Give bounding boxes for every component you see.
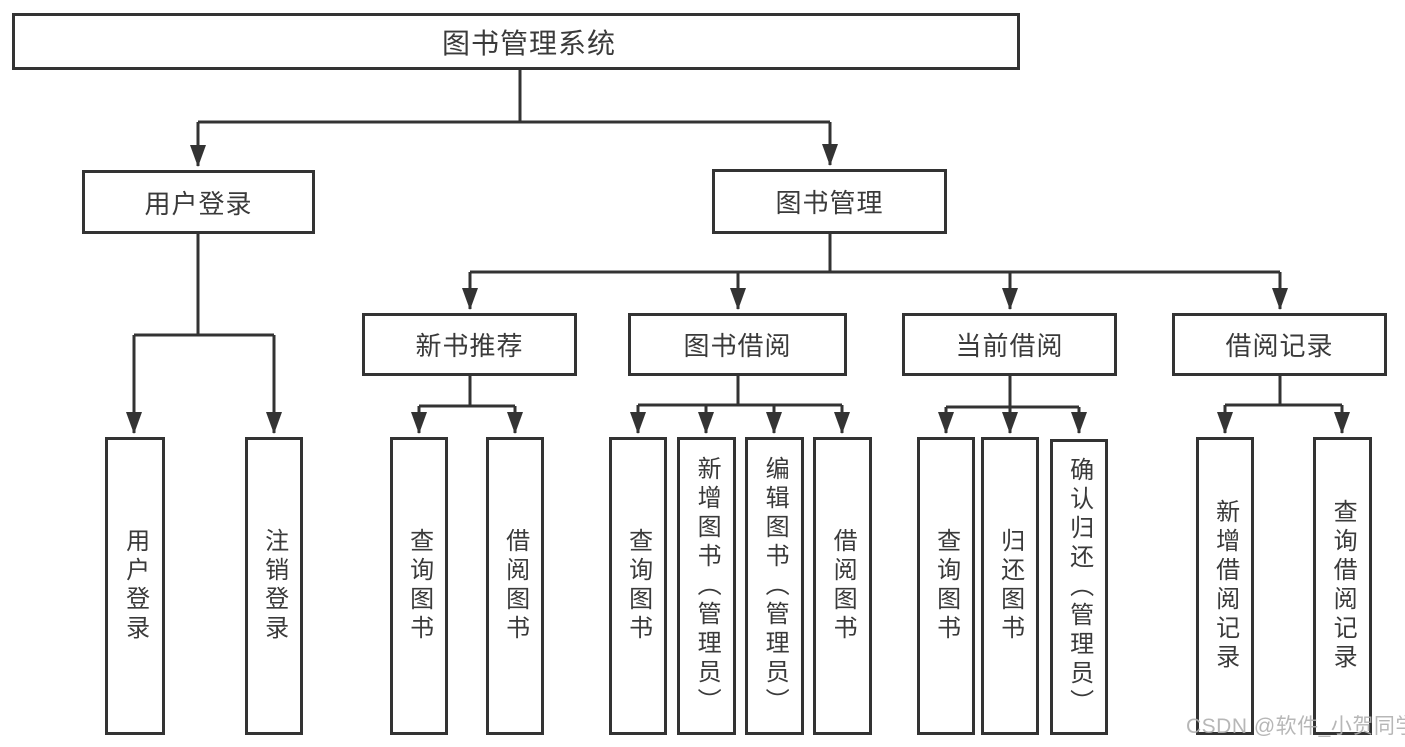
- node-query-books-recommend: 查询图书: [390, 437, 448, 735]
- node-add-book-admin: 新增图书（管理员）: [677, 437, 736, 735]
- node-label: 借阅记录: [1225, 331, 1334, 361]
- node-label: 当前借阅: [955, 331, 1064, 361]
- node-query-borrow-record: 查询借阅记录: [1313, 437, 1372, 735]
- node-label: 注销登录: [260, 528, 288, 644]
- node-return-book: 归还图书: [981, 437, 1039, 735]
- node-current-borrowing: 当前借阅: [902, 313, 1117, 376]
- node-logout-leaf: 注销登录: [245, 437, 303, 735]
- node-label: 借阅图书: [501, 528, 529, 644]
- node-borrow-books-leaf: 借阅图书: [813, 437, 872, 735]
- node-add-borrow-record: 新增借阅记录: [1196, 437, 1254, 735]
- node-label: 图书借阅: [683, 331, 792, 361]
- node-library-system: 图书管理系统: [12, 13, 1020, 70]
- node-label: 新增图书（管理员）: [693, 455, 721, 717]
- node-new-book-recommend: 新书推荐: [362, 313, 577, 376]
- node-borrowing-records: 借阅记录: [1172, 313, 1387, 376]
- node-edit-book-admin: 编辑图书（管理员）: [745, 437, 804, 735]
- node-label: 查询借阅记录: [1329, 499, 1357, 673]
- node-label: 查询图书: [624, 528, 652, 644]
- node-label: 查询图书: [405, 528, 433, 644]
- node-label: 用户登录: [144, 188, 253, 219]
- node-query-books-current: 查询图书: [917, 437, 975, 735]
- node-label: 确认归还（管理员）: [1065, 456, 1093, 718]
- node-label: 归还图书: [996, 528, 1024, 644]
- node-label: 图书管理: [775, 188, 884, 218]
- node-label: 用户登录: [121, 528, 149, 644]
- node-label: 新增借阅记录: [1211, 499, 1239, 673]
- node-login-leaf: 用户登录: [105, 437, 165, 735]
- node-label: 借阅图书: [829, 528, 857, 644]
- node-label: 编辑图书（管理员）: [761, 455, 789, 717]
- node-book-management: 图书管理: [712, 169, 947, 234]
- node-query-books-borrowing: 查询图书: [609, 437, 667, 735]
- node-user-login: 用户登录: [82, 170, 315, 234]
- node-borrow-books-recommend: 借阅图书: [486, 437, 544, 735]
- node-confirm-return-admin: 确认归还（管理员）: [1050, 439, 1108, 735]
- node-book-borrowing: 图书借阅: [628, 313, 847, 376]
- node-label: 查询图书: [932, 528, 960, 644]
- watermark: CSDN @软件_小贺同学: [1186, 715, 1405, 738]
- node-label: 图书管理系统: [441, 27, 616, 59]
- node-label: 新书推荐: [415, 331, 524, 361]
